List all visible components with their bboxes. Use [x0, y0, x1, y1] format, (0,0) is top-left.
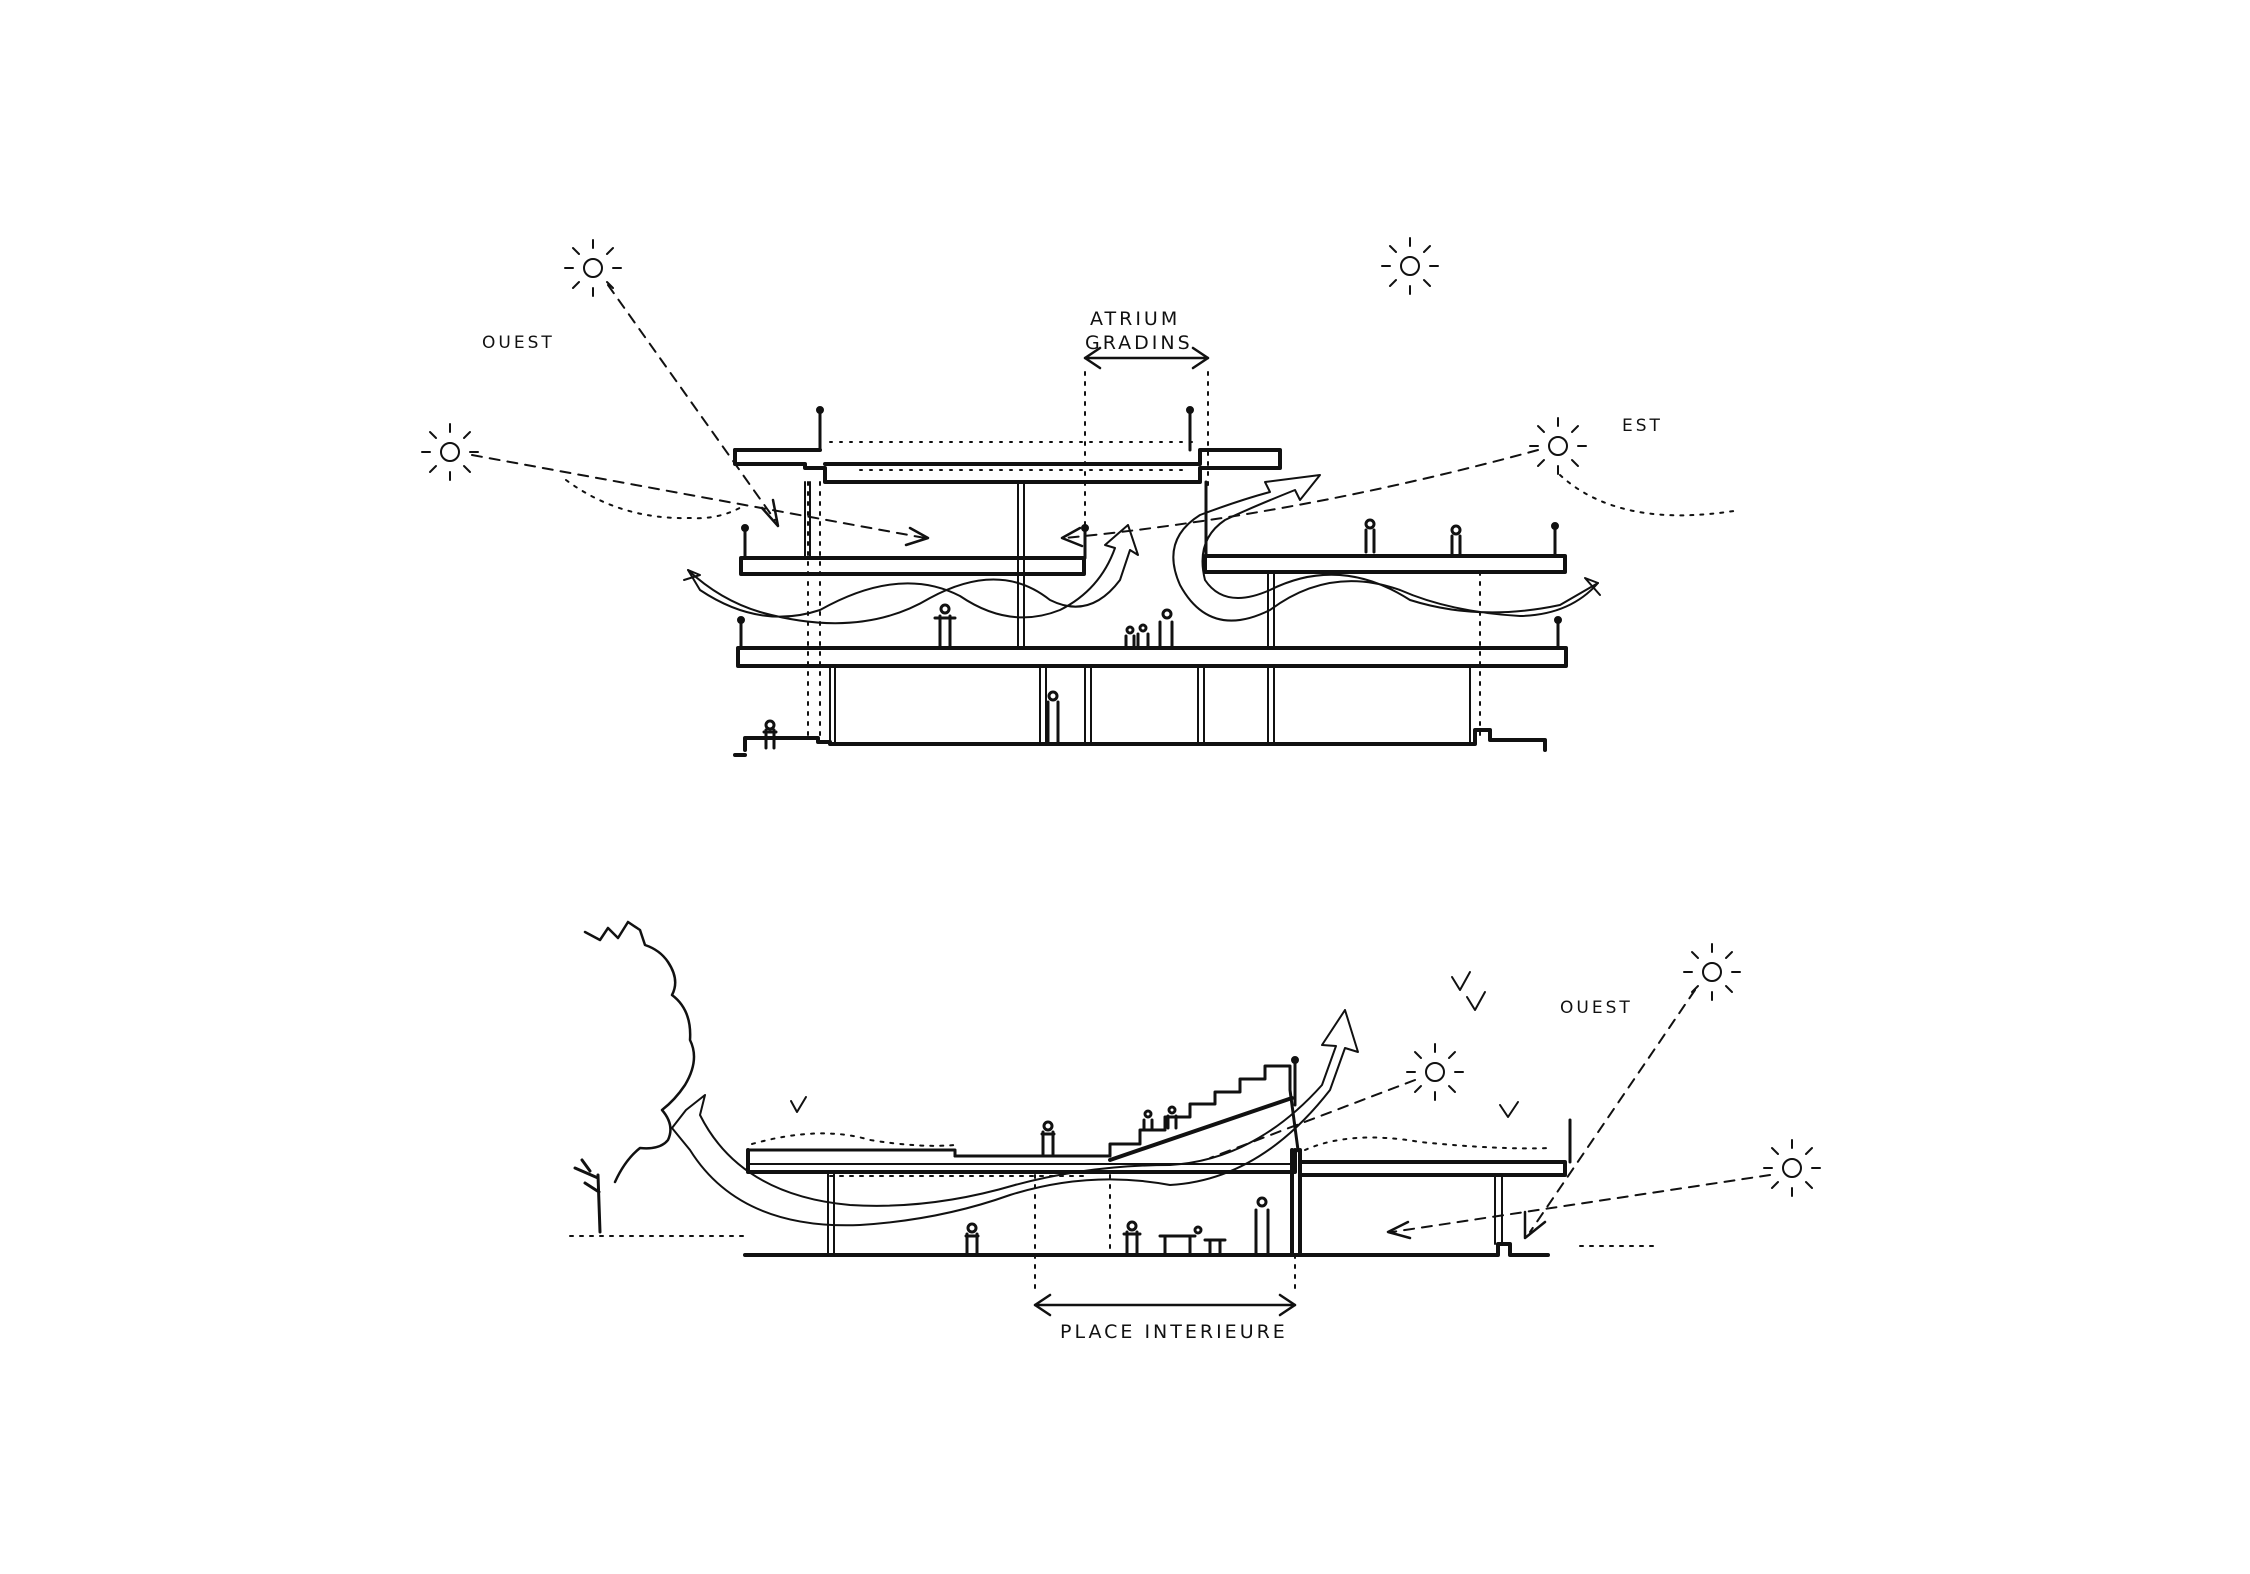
bottom-person-roof [1040, 1120, 1056, 1156]
top-person-level1-b [1158, 608, 1174, 648]
top-column-mid-upper [1017, 481, 1025, 649]
sun-west-high-icon [564, 239, 622, 297]
sun-east-arrowhead [1060, 526, 1084, 548]
bottom-section [569, 920, 1821, 1317]
sun-east-top-icon [1381, 237, 1439, 295]
top-person-outside [762, 719, 778, 750]
top-slab-level2-right [1203, 554, 1567, 574]
sun-bottom-mid-icon [1406, 1043, 1464, 1101]
sun-west-high-arrowhead [760, 498, 780, 528]
bottom-gradins-post-cap [1291, 1056, 1299, 1064]
sun-west-low-arrowhead [904, 526, 930, 547]
top-post-l2-mid-cap [1081, 524, 1089, 532]
top-column-lower-e [1267, 665, 1275, 745]
bottom-airflow [671, 1009, 1359, 1227]
sun-bottom-low-ray [1391, 1174, 1771, 1233]
top-post-roof-right-cap [1186, 406, 1194, 414]
tree-outline-icon [583, 920, 696, 1184]
bottom-person-ground-a [964, 1222, 980, 1256]
east-label-top: EST [1622, 416, 1663, 436]
bottom-place-dimension [1033, 1293, 1297, 1317]
bottom-ground-slab [743, 1242, 1550, 1257]
top-post-roof-left-cap [816, 406, 824, 414]
bottom-person-ground-c [1254, 1196, 1270, 1256]
top-ground-right [1559, 474, 1741, 517]
bird-icon-2 [1466, 991, 1486, 1011]
bottom-table-icon [1158, 1225, 1227, 1256]
top-post-l1-left-cap [737, 616, 745, 624]
bird-icon-4 [1499, 1101, 1519, 1118]
top-person-ground [1046, 690, 1060, 744]
bird-icon-1 [1451, 971, 1471, 991]
sun-bottom-low-icon [1763, 1139, 1821, 1197]
top-slab-level2-left [739, 556, 1086, 576]
bottom-roof-left-ridge [746, 1148, 957, 1158]
bottom-roof-grass-right [1304, 1136, 1551, 1151]
top-post-l2-right-cap [1551, 522, 1559, 530]
bird-icon-3 [790, 1096, 807, 1113]
bottom-roof-right-slab [1298, 1160, 1567, 1177]
top-column-lower-c [1084, 665, 1092, 745]
top-airflow-right [1172, 474, 1599, 622]
top-airflow-left-tail [683, 569, 701, 581]
bottom-gradins [953, 1064, 1300, 1158]
bottom-right-wall [1494, 1174, 1503, 1245]
top-person-level1-a [933, 603, 957, 648]
west-label-top: OUEST [482, 333, 555, 353]
top-person-level1-c [1136, 623, 1150, 648]
top-ground-slab [743, 728, 1547, 752]
bottom-roof-grass-left [751, 1132, 956, 1147]
sun-west-high-ray [607, 284, 776, 521]
tree-trunk-icon [573, 1158, 602, 1234]
bottom-person-gradins-b [1166, 1105, 1178, 1130]
sun-bottom-high-arrowhead [1523, 1210, 1547, 1240]
top-person-roof-east [1364, 518, 1376, 554]
top-post-l2-left-cap [741, 524, 749, 532]
top-person-roof-east-2 [1450, 524, 1462, 556]
gradins-label: GRADINS [1085, 332, 1193, 354]
top-post-l1-right-cap [1554, 616, 1562, 624]
sun-bottom-high-icon [1683, 943, 1741, 1001]
sun-east-icon [1529, 417, 1587, 475]
sun-west-low-ray [471, 454, 926, 539]
top-person-level1-d [1124, 625, 1136, 648]
top-ground-left [565, 479, 746, 520]
sun-bottom-high-ray [1529, 989, 1696, 1233]
bottom-column-a [827, 1171, 835, 1256]
top-column-lower-b [1039, 665, 1047, 745]
place-interieure-label: PLACE INTERIEURE [1060, 1321, 1288, 1343]
atrium-label: ATRIUM [1090, 308, 1181, 330]
west-label-bottom: OUEST [1560, 998, 1633, 1018]
top-slab-level1 [736, 646, 1568, 668]
top-airflow-right-tail [1584, 577, 1601, 596]
top-section [421, 237, 1741, 757]
top-column-lower-a [829, 665, 836, 745]
sun-west-low-icon [421, 423, 479, 481]
top-column-left-upper [804, 481, 811, 559]
top-column-lower-d [1197, 665, 1205, 745]
top-roof-slab [733, 448, 1282, 484]
bottom-roof-left [746, 1148, 1297, 1174]
bottom-gradins-slope [1108, 1096, 1294, 1162]
top-atrium-dimension [1083, 346, 1210, 370]
sun-bottom-low-arrowhead [1386, 1220, 1412, 1240]
sun-bottom-mid-ray [1209, 1079, 1416, 1159]
bottom-roof-right [1290, 1148, 1302, 1257]
bottom-person-ground-b [1122, 1220, 1142, 1256]
bottom-person-gradins-a [1142, 1109, 1154, 1132]
top-airflow-left [687, 524, 1139, 625]
